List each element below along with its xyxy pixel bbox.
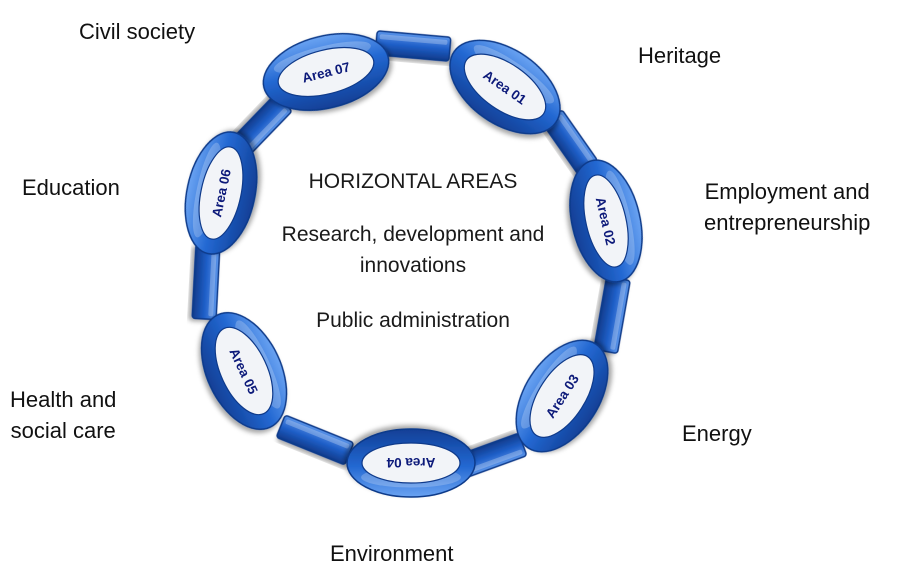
topic-label-environment: Environment — [330, 538, 454, 569]
chain-link-hole — [463, 53, 547, 121]
topic-text: Environment — [330, 541, 454, 566]
topic-text: social care — [10, 418, 116, 443]
connector-bar-highlight — [285, 419, 350, 449]
topic-label-health: Health and social care — [10, 384, 116, 446]
topic-text: Energy — [682, 421, 752, 446]
chain-link-area-02: Area 02 — [569, 159, 643, 283]
chain-link-area-03: Area 03 — [515, 339, 609, 453]
chain-link-hole — [361, 442, 461, 484]
center-line-research: Research, development and — [281, 223, 545, 246]
topic-label-employment: Employment and entrepreneurship — [704, 176, 870, 238]
center-line-innovations: innovations — [359, 254, 467, 277]
chain-link-hole — [583, 174, 629, 268]
chain-connector-bar — [276, 415, 354, 465]
topic-text: entrepreneurship — [704, 210, 871, 235]
horizontal-areas-heading: HORIZONTAL AREAS — [308, 170, 518, 193]
chain-link-area-06: Area 06 — [184, 131, 258, 255]
topic-text: Civil society — [79, 19, 196, 44]
topic-label-heritage: Heritage — [638, 40, 721, 71]
chain-connector-bar — [374, 30, 452, 62]
center-text-block: HORIZONTAL AREAS Research, development a… — [240, 166, 586, 336]
chain-link-area-01: Area 01 — [449, 39, 561, 135]
connector-bar-highlight — [208, 248, 217, 317]
connector-bar-highlight — [246, 108, 288, 151]
topic-label-civil-society: Civil society — [79, 16, 195, 47]
topic-label-education: Education — [22, 172, 120, 203]
topic-label-energy: Energy — [682, 418, 752, 449]
chain-connector-bar — [191, 243, 221, 321]
chain-link-area-05: Area 05 — [200, 311, 288, 431]
topic-text: Heritage — [638, 43, 722, 68]
center-line-public-admin: Public administration — [316, 309, 510, 332]
chain-link-area-07: Area 07 — [262, 33, 390, 111]
connector-bar-highlight — [558, 114, 593, 162]
topic-text: Education — [22, 175, 120, 200]
chain-link-area-04: Area 04 — [346, 428, 476, 498]
chain-link-hole — [529, 354, 595, 438]
connector-bar-highlight — [379, 34, 448, 45]
area-label: Area 04 — [386, 455, 435, 470]
chain-link-hole — [198, 146, 244, 240]
chain-link-hole — [214, 326, 274, 416]
topic-text: Health and — [10, 387, 117, 412]
topic-text: Employment and — [704, 179, 870, 204]
chain-link-hole — [277, 46, 375, 98]
connector-bar-highlight — [610, 282, 627, 350]
chain-connector-bar — [593, 276, 631, 354]
